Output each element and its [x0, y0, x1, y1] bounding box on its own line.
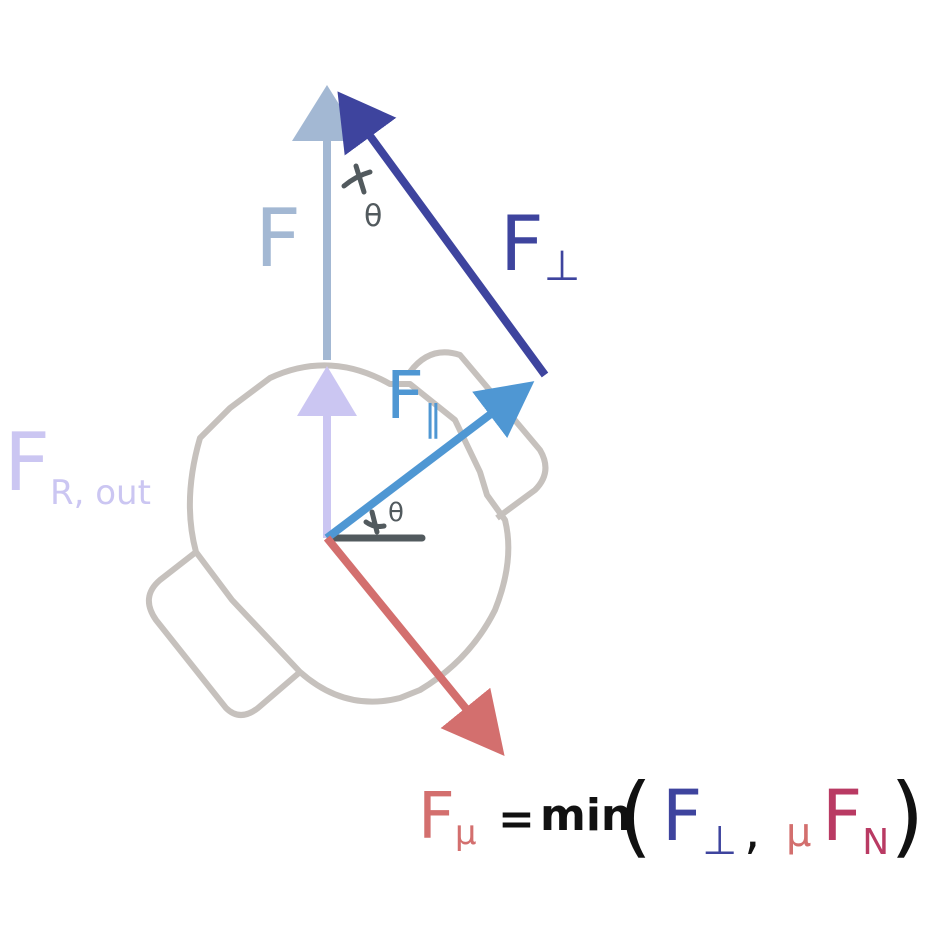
label-F-R-out: FR, out: [4, 416, 151, 513]
friction-equation: Fμ = min ( F⊥ , μ FN ): [418, 764, 924, 867]
eq-mu: μ: [786, 810, 811, 856]
label-theta-bottom: θ: [388, 498, 404, 528]
label-F-par-sub: ‖: [424, 398, 442, 439]
label-F-R-out-sub: R, out: [50, 473, 151, 513]
eq-func: min: [540, 790, 632, 841]
eq-arg1-sub: ⊥: [702, 818, 737, 864]
robot-wheel-upper: [407, 349, 549, 521]
robot-wheel-lower: [146, 549, 302, 718]
eq-arg2-sub: N: [862, 822, 889, 863]
robot-outline: [146, 349, 549, 718]
eq-arg2: FN: [822, 775, 889, 863]
label-F-R-out-main: F: [4, 416, 50, 509]
arrow-F-perp: [337, 91, 549, 378]
arrow-F-mu: [323, 535, 505, 757]
eq-arg2-main: F: [822, 775, 862, 857]
eq-equals: =: [498, 794, 535, 845]
eq-open-paren: (: [618, 764, 652, 867]
label-F-perp-main: F: [500, 199, 544, 288]
eq-comma: ,: [744, 801, 761, 861]
label-F-perp-sub: ⊥: [544, 241, 581, 290]
angle-mark-top: [341, 163, 373, 195]
eq-lhs: Fμ: [418, 780, 476, 854]
eq-arg1-main: F: [662, 775, 702, 857]
arrow-F-par: [324, 381, 535, 542]
label-F: F: [255, 192, 301, 285]
robot-body: [186, 362, 512, 705]
eq-arg1: F⊥: [662, 775, 737, 864]
eq-lhs-main: F: [418, 780, 455, 854]
label-theta-top: θ: [364, 199, 382, 234]
eq-lhs-sub: μ: [455, 813, 477, 853]
label-F-par: F‖: [386, 357, 442, 439]
label-F-par-main: F: [386, 357, 424, 434]
angle-mark-bottom: [363, 509, 387, 535]
eq-close-paren: ): [890, 764, 924, 867]
label-F-perp: F⊥: [500, 199, 580, 290]
